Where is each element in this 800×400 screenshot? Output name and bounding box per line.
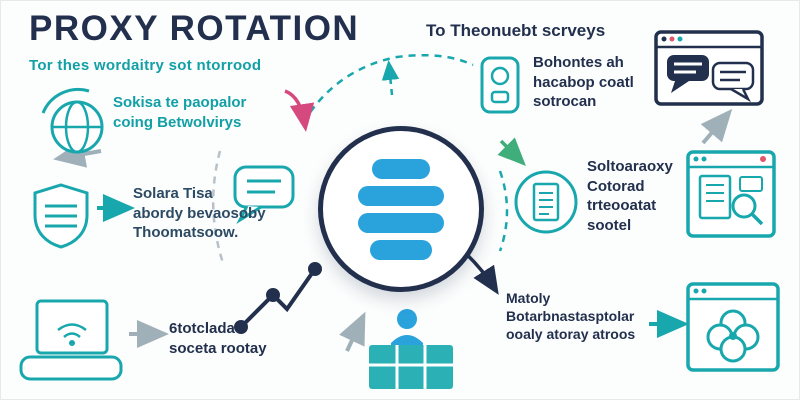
label-left-3: 6totclada soceta rootay — [169, 320, 267, 357]
person-table-icon — [369, 309, 453, 389]
label-right-1: Bohontes ah hacabop coatl sotrocan — [533, 54, 634, 110]
dashed-arc-top — [301, 53, 474, 124]
document-badge-icon — [514, 170, 578, 234]
label-left-2: Solara Tisa abordy bevaosoby Thoomatsoow… — [133, 185, 266, 241]
stack-pill — [358, 212, 444, 233]
page-title: PROXY ROTATION — [29, 9, 360, 48]
stack-pill — [358, 185, 444, 206]
arrow-green-diagonal — [497, 137, 526, 166]
label-right-2: Soltoaraoxy Cotorad trteooatat sootel — [587, 158, 673, 234]
page-subtitle: Tor thes wordaitry sot ntorrood — [29, 57, 262, 74]
browser-clover-icon — [686, 282, 780, 372]
label-left-1: Sokisa te paopalor coing Betwolvirys — [113, 94, 247, 131]
stack-pill — [372, 158, 430, 179]
proxy-stack-icon — [358, 158, 444, 260]
shield-icon — [33, 183, 89, 249]
arrow-to-top-browser — [700, 108, 733, 145]
browser-document-search-icon — [686, 150, 776, 238]
stack-pill — [370, 239, 432, 260]
browser-chat-bubbles-icon — [654, 30, 764, 106]
line-chart-icon — [234, 262, 322, 334]
top-right-heading: To Theonuebt scrveys — [426, 21, 606, 40]
arrow-up-center — [339, 311, 366, 352]
chat-bubble-icon — [233, 165, 295, 225]
laptop-wifi-icon — [19, 299, 123, 381]
central-hub-circle — [318, 126, 484, 292]
globe-icon — [41, 87, 104, 154]
smartphone-icon — [480, 56, 520, 114]
label-right-3: Matoly Botarbnastasptolar ooaly atoray a… — [506, 290, 636, 343]
dashed-arc-right — [498, 170, 509, 252]
dashed-arrow-up — [381, 60, 400, 96]
